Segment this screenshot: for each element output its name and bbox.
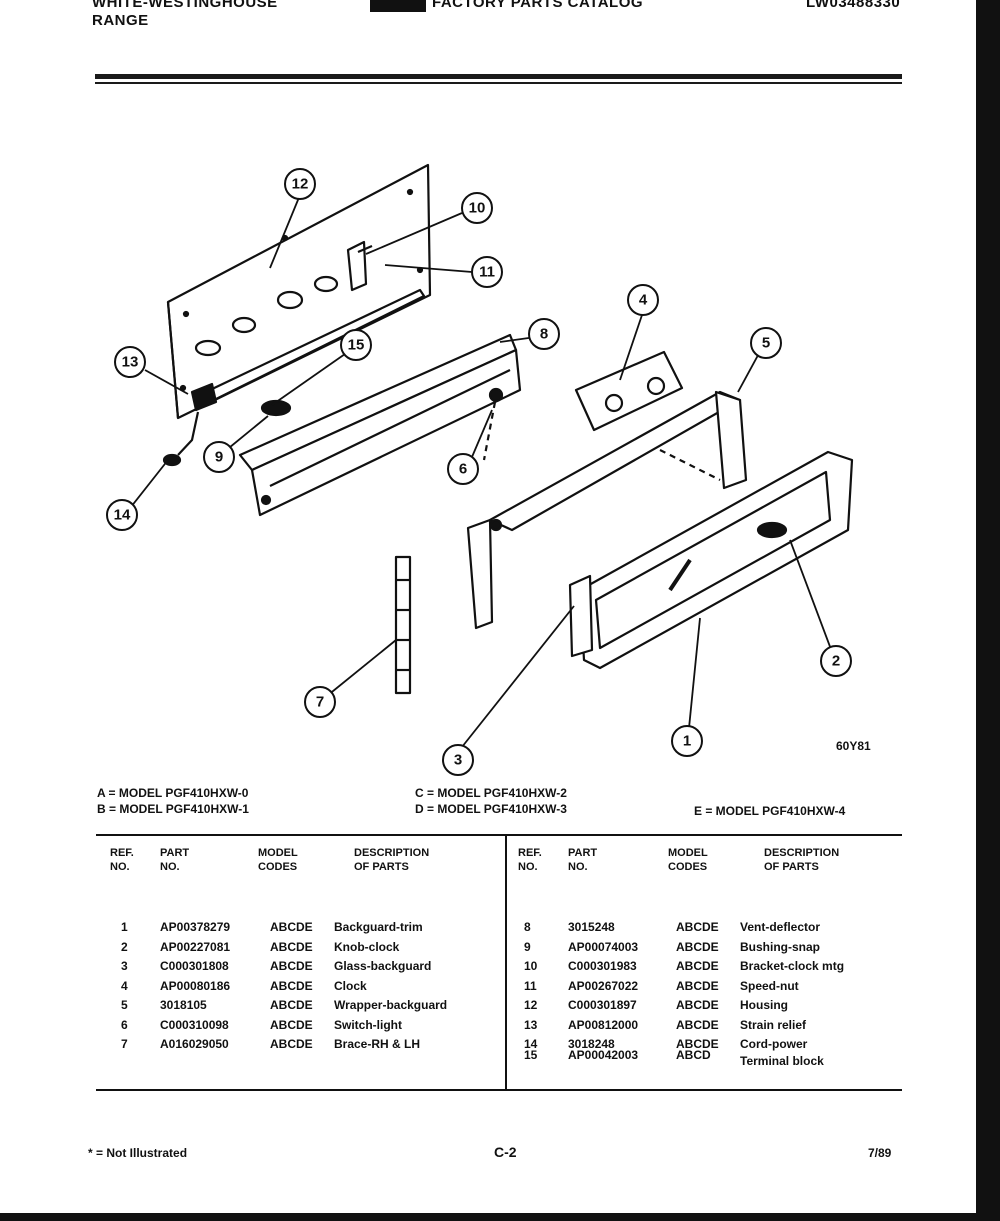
- glass-backguard-part: [568, 574, 594, 658]
- exploded-parts-diagram: 12 10 11 8 15 13 14 9 6 4 5 2 1 3 7 60Y8…: [106, 163, 871, 776]
- callout-7: 7: [316, 694, 324, 711]
- catalog-code: LW03488330: [806, 0, 901, 11]
- scan-edge-right: [974, 0, 1000, 1221]
- diagram-id-code: 60Y81: [836, 739, 871, 753]
- col-header-part: PART NO.: [160, 847, 190, 873]
- parts-table: [96, 834, 902, 1091]
- backguard-trim-part: [578, 450, 854, 670]
- callout-3: 3: [454, 752, 462, 769]
- callout-12: 12: [292, 176, 309, 193]
- table-row: 8: [524, 920, 531, 934]
- left-ref-column: 1 2 3 4 5 6 7: [121, 918, 128, 1055]
- wrapper-backguard-part: [466, 390, 748, 630]
- table-row: 10: [524, 959, 538, 973]
- housing-part: [166, 163, 432, 420]
- strain-relief-part: [190, 382, 218, 412]
- table-row: 15: [524, 1048, 538, 1062]
- table-row: 6: [121, 1017, 128, 1032]
- table-row: 3: [121, 959, 128, 973]
- callout-8-top: 8: [540, 326, 548, 343]
- header-rule: [95, 74, 902, 79]
- page-number: C-2: [494, 1144, 517, 1160]
- table-row: 14: [524, 1037, 538, 1051]
- col-header-codes: MODEL CODES: [258, 847, 298, 873]
- scan-edge-gap: [973, 0, 976, 1221]
- right-ref-column: 8 9 10 11 12 13 14 15: [524, 918, 537, 1066]
- callout-6: 6: [459, 461, 467, 478]
- model-c: C = MODEL PGF410HXW-2: [415, 786, 567, 800]
- col-header-desc: DESCRIPTION OF PARTS: [354, 847, 430, 873]
- col-header-ref: REF. NO.: [110, 847, 134, 873]
- callout-1: 1: [683, 733, 691, 750]
- knob-clock-part: [756, 521, 788, 539]
- callout-5: 5: [762, 335, 770, 352]
- callout-2: 2: [832, 653, 840, 670]
- table-row: 1: [121, 920, 128, 934]
- callout-13: 13: [122, 354, 139, 371]
- callout-4: 4: [639, 292, 648, 309]
- col-header-ref-right: REF. NO.: [518, 847, 542, 873]
- brand-logo: [370, 0, 426, 12]
- not-illustrated-note: * = Not Illustrated: [88, 1146, 188, 1160]
- col-header-codes-right: MODEL CODES: [668, 847, 708, 873]
- right-codes-column: ABCDE ABCDE ABCDE ABCDE ABCDE ABCDE ABCD…: [676, 920, 719, 1062]
- table-row: 12: [524, 998, 538, 1012]
- vent-deflector-part: [238, 333, 522, 517]
- header-rule-thin: [95, 82, 902, 84]
- terminal-block-part: [260, 399, 292, 417]
- table-row: 5: [121, 998, 128, 1012]
- brace-part: [394, 555, 412, 695]
- callout-9: 9: [215, 449, 223, 466]
- bracket-clock-mtg-part: [346, 240, 373, 292]
- table-row: 11: [524, 978, 537, 993]
- table-row: 13: [524, 1017, 538, 1032]
- scan-edge-bottom: [0, 1213, 1000, 1221]
- col-header-desc-right: DESCRIPTION OF PARTS: [764, 847, 840, 873]
- table-row: 4: [121, 978, 128, 993]
- col-header-part-right: PART NO.: [568, 847, 598, 873]
- table-row: 2: [121, 939, 128, 954]
- right-desc-column: Vent-deflector Bushing-snap Bracket-cloc…: [740, 920, 845, 1068]
- product-type: RANGE: [92, 12, 149, 29]
- left-desc-column: Backguard-trim Knob-clock Glass-backguar…: [334, 920, 448, 1051]
- model-a: A = MODEL PGF410HXW-0: [97, 786, 249, 800]
- brand-name: WHITE-WESTINGHOUSE: [92, 0, 278, 11]
- power-cord-part: [177, 411, 200, 456]
- table-row: 9: [524, 939, 531, 954]
- catalog-date: 7/89: [868, 1146, 892, 1160]
- table-row: 7: [121, 1037, 128, 1051]
- left-part-column: AP00378279 AP00227081 C000301808 AP00080…: [160, 920, 231, 1051]
- catalog-title: FACTORY PARTS CATALOG: [432, 0, 644, 11]
- model-d: D = MODEL PGF410HXW-3: [415, 802, 567, 816]
- callout-11: 11: [479, 264, 495, 281]
- clock-part: [574, 350, 684, 432]
- callout-10: 10: [469, 200, 486, 217]
- model-b: B = MODEL PGF410HXW-1: [97, 802, 249, 816]
- model-e: E = MODEL PGF410HXW-4: [694, 804, 846, 818]
- parts-table-divider: [505, 834, 507, 1089]
- callout-14: 14: [114, 507, 131, 524]
- callout-15: 15: [348, 337, 365, 354]
- right-part-column: 3015248 AP00074003 C000301983 AP00267022…: [568, 920, 639, 1062]
- left-codes-column: ABCDE ABCDE ABCDE ABCDE ABCDE ABCDE ABCD…: [270, 920, 313, 1051]
